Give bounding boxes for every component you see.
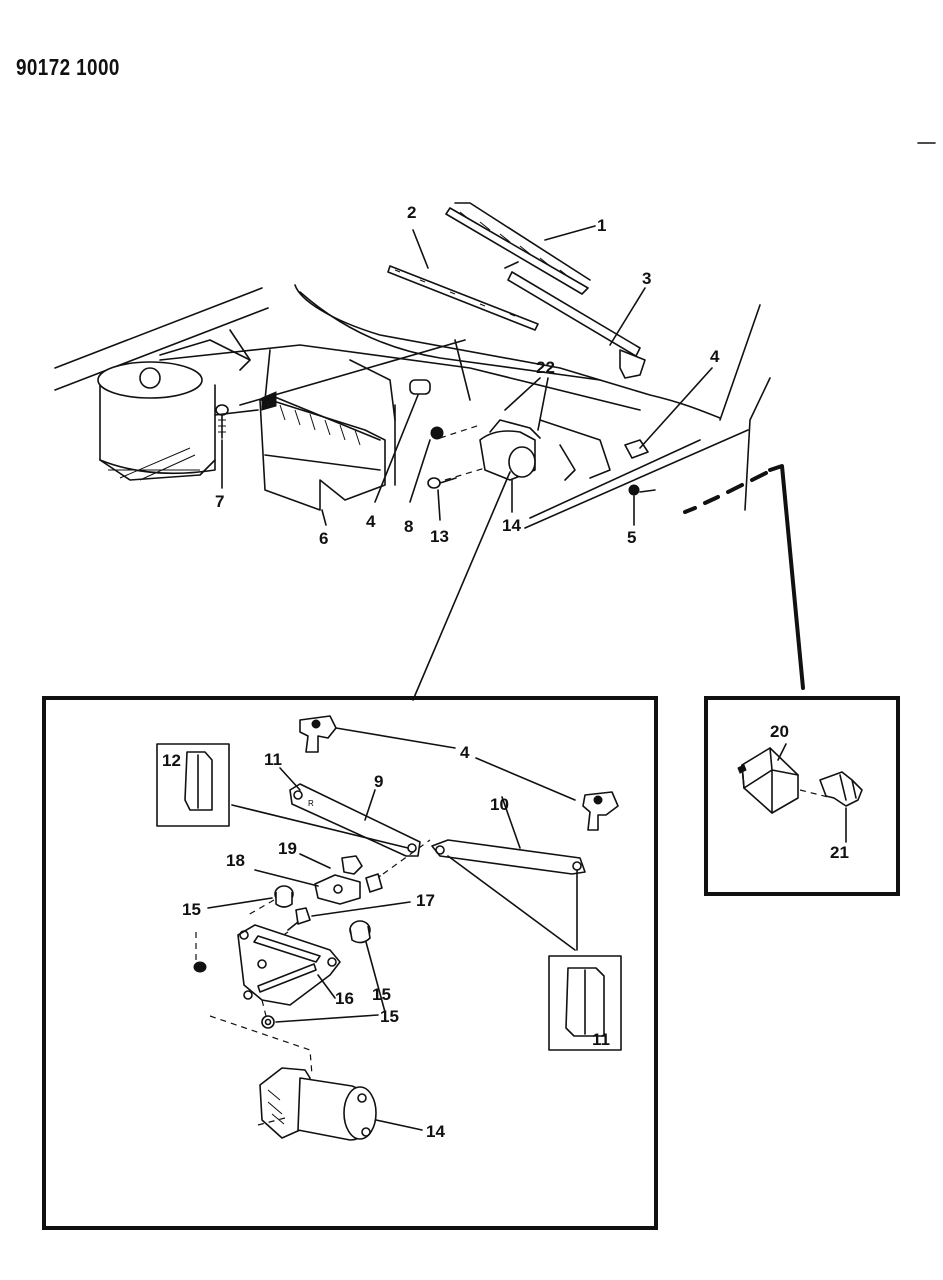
callout-7: 7 (215, 492, 224, 511)
callout-1: 1 (597, 216, 606, 235)
callout-5: 5 (627, 528, 636, 547)
callout-15-bottom: 15 (380, 1007, 399, 1026)
callout-14-overview: 14 (502, 516, 521, 535)
callout-9: 9 (374, 772, 383, 791)
callout-12: 12 (162, 751, 181, 770)
callout-15-left: 15 (182, 900, 201, 919)
motor-linkage-inset-frame (42, 696, 658, 1230)
callout-21: 21 (830, 843, 849, 862)
callout-16: 16 (335, 989, 354, 1008)
callout-3: 3 (642, 269, 651, 288)
module-inset-illustration (737, 743, 863, 843)
callout-numbers: 1 2 3 4 22 7 6 4 8 13 14 5 4 11 9 10 12 … (162, 203, 849, 1141)
motor-linkage-inset-illustration: R (156, 715, 622, 1141)
callout-8: 8 (404, 517, 413, 536)
callout-17: 17 (416, 891, 435, 910)
callout-10: 10 (490, 795, 509, 814)
callout-4-pivot-right: 4 (710, 347, 720, 366)
callout-11-clip: 11 (592, 1030, 610, 1049)
callout-22: 22 (536, 358, 555, 377)
callout-4-inset: 4 (460, 743, 470, 762)
vehicle-overview-illustration (54, 202, 805, 701)
callout-18: 18 (226, 851, 245, 870)
callout-19: 19 (278, 839, 297, 858)
callout-20: 20 (770, 722, 789, 741)
callout-6: 6 (319, 529, 328, 548)
callout-11-linkage: 11 (264, 750, 282, 769)
callout-13: 13 (430, 527, 449, 546)
callout-15-right: 15 (372, 985, 391, 1004)
module-inset-frame (704, 696, 900, 896)
callout-4-pivot-left: 4 (366, 512, 376, 531)
callout-2: 2 (407, 203, 416, 222)
document-id: 90172 1000 (16, 54, 120, 80)
callout-14-inset: 14 (426, 1122, 445, 1141)
svg-text:R: R (308, 799, 314, 808)
